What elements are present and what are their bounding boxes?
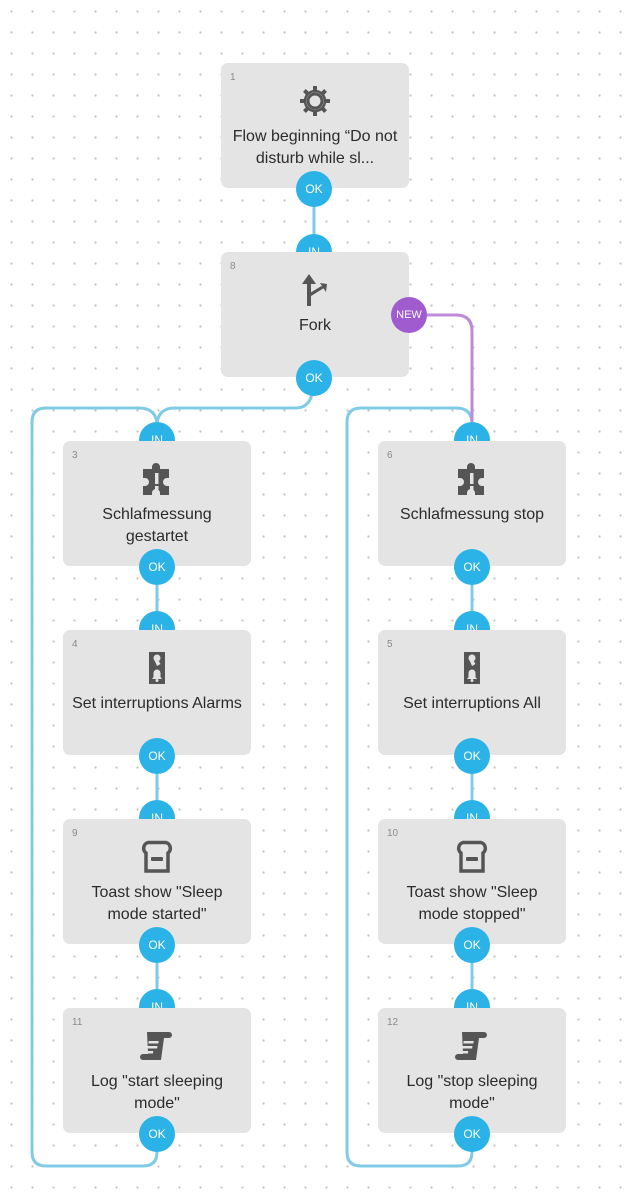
plugin-icon xyxy=(139,461,175,497)
block-title: Toast show "Sleep mode started" xyxy=(91,884,223,923)
door-hanger-icon xyxy=(139,650,175,686)
ok-port[interactable]: OK xyxy=(139,1116,175,1152)
block-log-stop-sleeping[interactable]: 12 Log "stop sleeping mode" xyxy=(378,1008,566,1133)
block-title: Fork xyxy=(299,317,331,334)
block-number: 5 xyxy=(387,639,393,650)
block-title: Flow beginning “Do not disturb while sl.… xyxy=(232,128,398,167)
wire-loop-b6 xyxy=(345,406,474,1168)
block-toast-sleep-stopped[interactable]: 10 Toast show "Sleep mode stopped" xyxy=(378,819,566,944)
ok-port[interactable]: OK xyxy=(296,360,332,396)
block-schlafmessung-gestartet[interactable]: 3 Schlafmessung gestartet xyxy=(63,441,251,566)
wire-b8-to-b3-loop xyxy=(30,406,159,1168)
block-number: 8 xyxy=(230,261,236,272)
block-title: Toast show "Sleep mode stopped" xyxy=(406,884,538,923)
ok-port[interactable]: OK xyxy=(454,549,490,585)
ok-port[interactable]: OK xyxy=(139,738,175,774)
toast-icon xyxy=(139,839,175,875)
block-number: 11 xyxy=(72,1017,83,1028)
ok-port[interactable]: OK xyxy=(454,738,490,774)
new-port[interactable]: NEW xyxy=(391,297,427,333)
wire-b8-to-b3 xyxy=(155,376,316,442)
block-number: 3 xyxy=(72,450,78,461)
block-title: Set interruptions All xyxy=(403,695,541,712)
ok-port[interactable]: OK xyxy=(139,549,175,585)
toast-icon xyxy=(454,839,490,875)
ok-port[interactable]: OK xyxy=(454,1116,490,1152)
block-title: Schlafmessung stop xyxy=(399,506,545,523)
ok-port[interactable]: OK xyxy=(296,171,332,207)
block-set-interruptions-alarms[interactable]: 4 Set interruptions Alarms xyxy=(63,630,251,755)
block-set-interruptions-all[interactable]: 5 Set interruptions All xyxy=(378,630,566,755)
block-number: 9 xyxy=(72,828,78,839)
scroll-icon xyxy=(139,1028,175,1064)
block-number: 12 xyxy=(387,1017,399,1028)
block-number: 4 xyxy=(72,639,78,650)
block-number: 1 xyxy=(230,72,236,83)
block-number: 10 xyxy=(387,828,399,839)
block-schlafmessung-stop[interactable]: 6 Schlafmessung stop xyxy=(378,441,566,566)
block-title: Set interruptions Alarms xyxy=(72,695,242,712)
block-title: Log "stop sleeping mode" xyxy=(406,1073,538,1112)
wire-new-to-b6 xyxy=(407,313,474,442)
plugin-icon xyxy=(454,461,490,497)
block-title: Log "start sleeping mode" xyxy=(91,1073,223,1112)
block-fork[interactable]: 8 Fork xyxy=(221,252,409,377)
block-number: 6 xyxy=(387,450,393,461)
gear-icon xyxy=(297,83,333,119)
block-title: Schlafmessung gestartet xyxy=(102,506,212,545)
ok-port[interactable]: OK xyxy=(454,927,490,963)
block-toast-sleep-started[interactable]: 9 Toast show "Sleep mode started" xyxy=(63,819,251,944)
block-flow-beginning[interactable]: 1 Flow beginning “Do not disturb while s… xyxy=(221,63,409,188)
block-log-start-sleeping[interactable]: 11 Log "start sleeping mode" xyxy=(63,1008,251,1133)
scroll-icon xyxy=(454,1028,490,1064)
fork-icon xyxy=(297,272,333,308)
door-hanger-icon xyxy=(454,650,490,686)
ok-port[interactable]: OK xyxy=(139,927,175,963)
